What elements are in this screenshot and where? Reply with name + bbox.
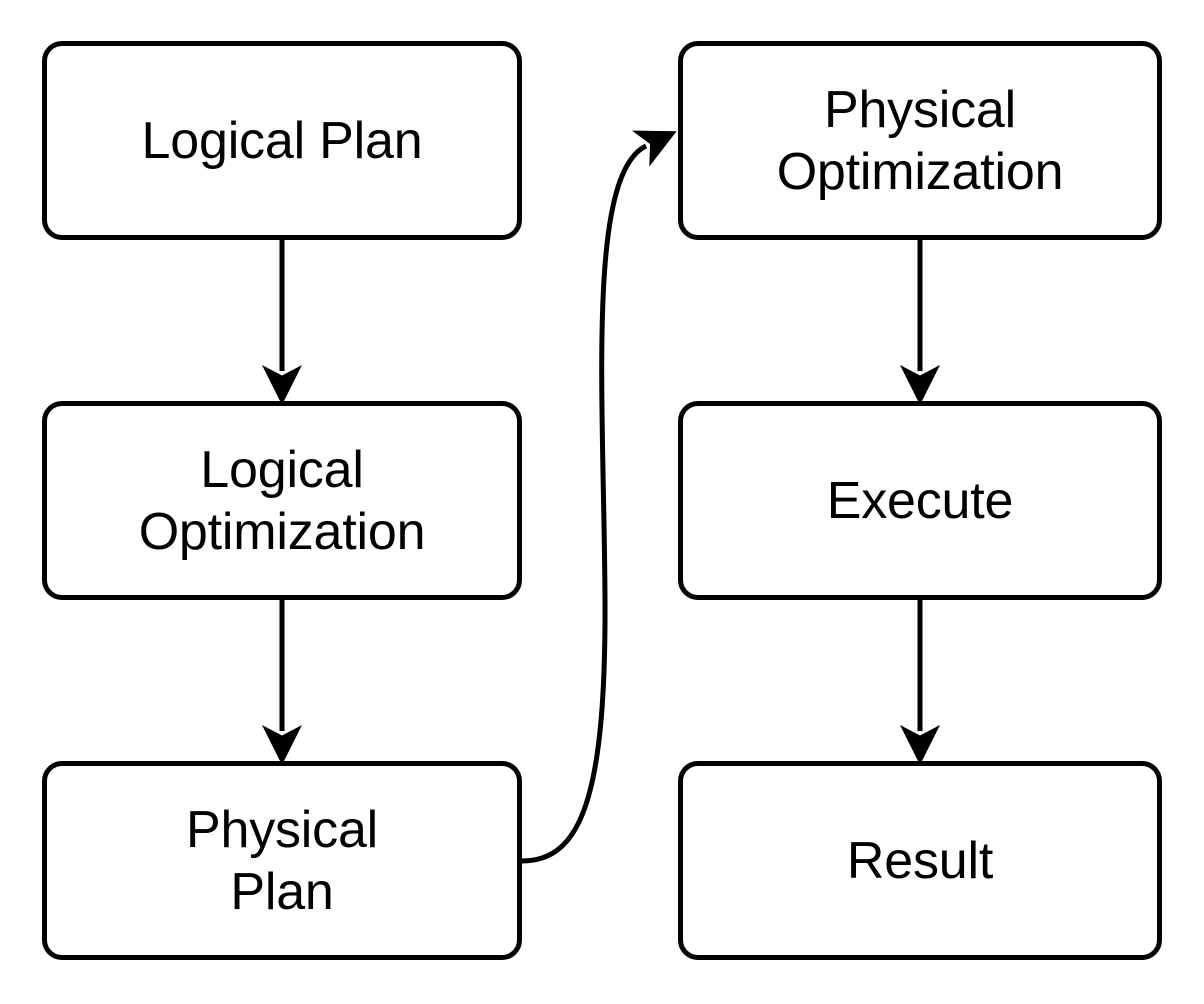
node-logical-plan[interactable]: Logical Plan <box>42 41 522 240</box>
node-label: Physical Plan <box>185 800 379 921</box>
node-result[interactable]: Result <box>678 761 1162 960</box>
node-label: Logical Plan <box>141 111 423 170</box>
node-label: Physical Optimization <box>776 80 1064 201</box>
node-label: Logical Optimization <box>138 440 426 561</box>
node-execute[interactable]: Execute <box>678 401 1162 600</box>
node-label: Execute <box>826 471 1014 530</box>
node-physical-plan[interactable]: Physical Plan <box>42 761 522 960</box>
node-physical-optimization[interactable]: Physical Optimization <box>678 41 1162 240</box>
edge-physical-plan-to-physical-optimization <box>521 130 677 864</box>
node-logical-optimization[interactable]: Logical Optimization <box>42 401 522 600</box>
node-label: Result <box>846 831 994 890</box>
